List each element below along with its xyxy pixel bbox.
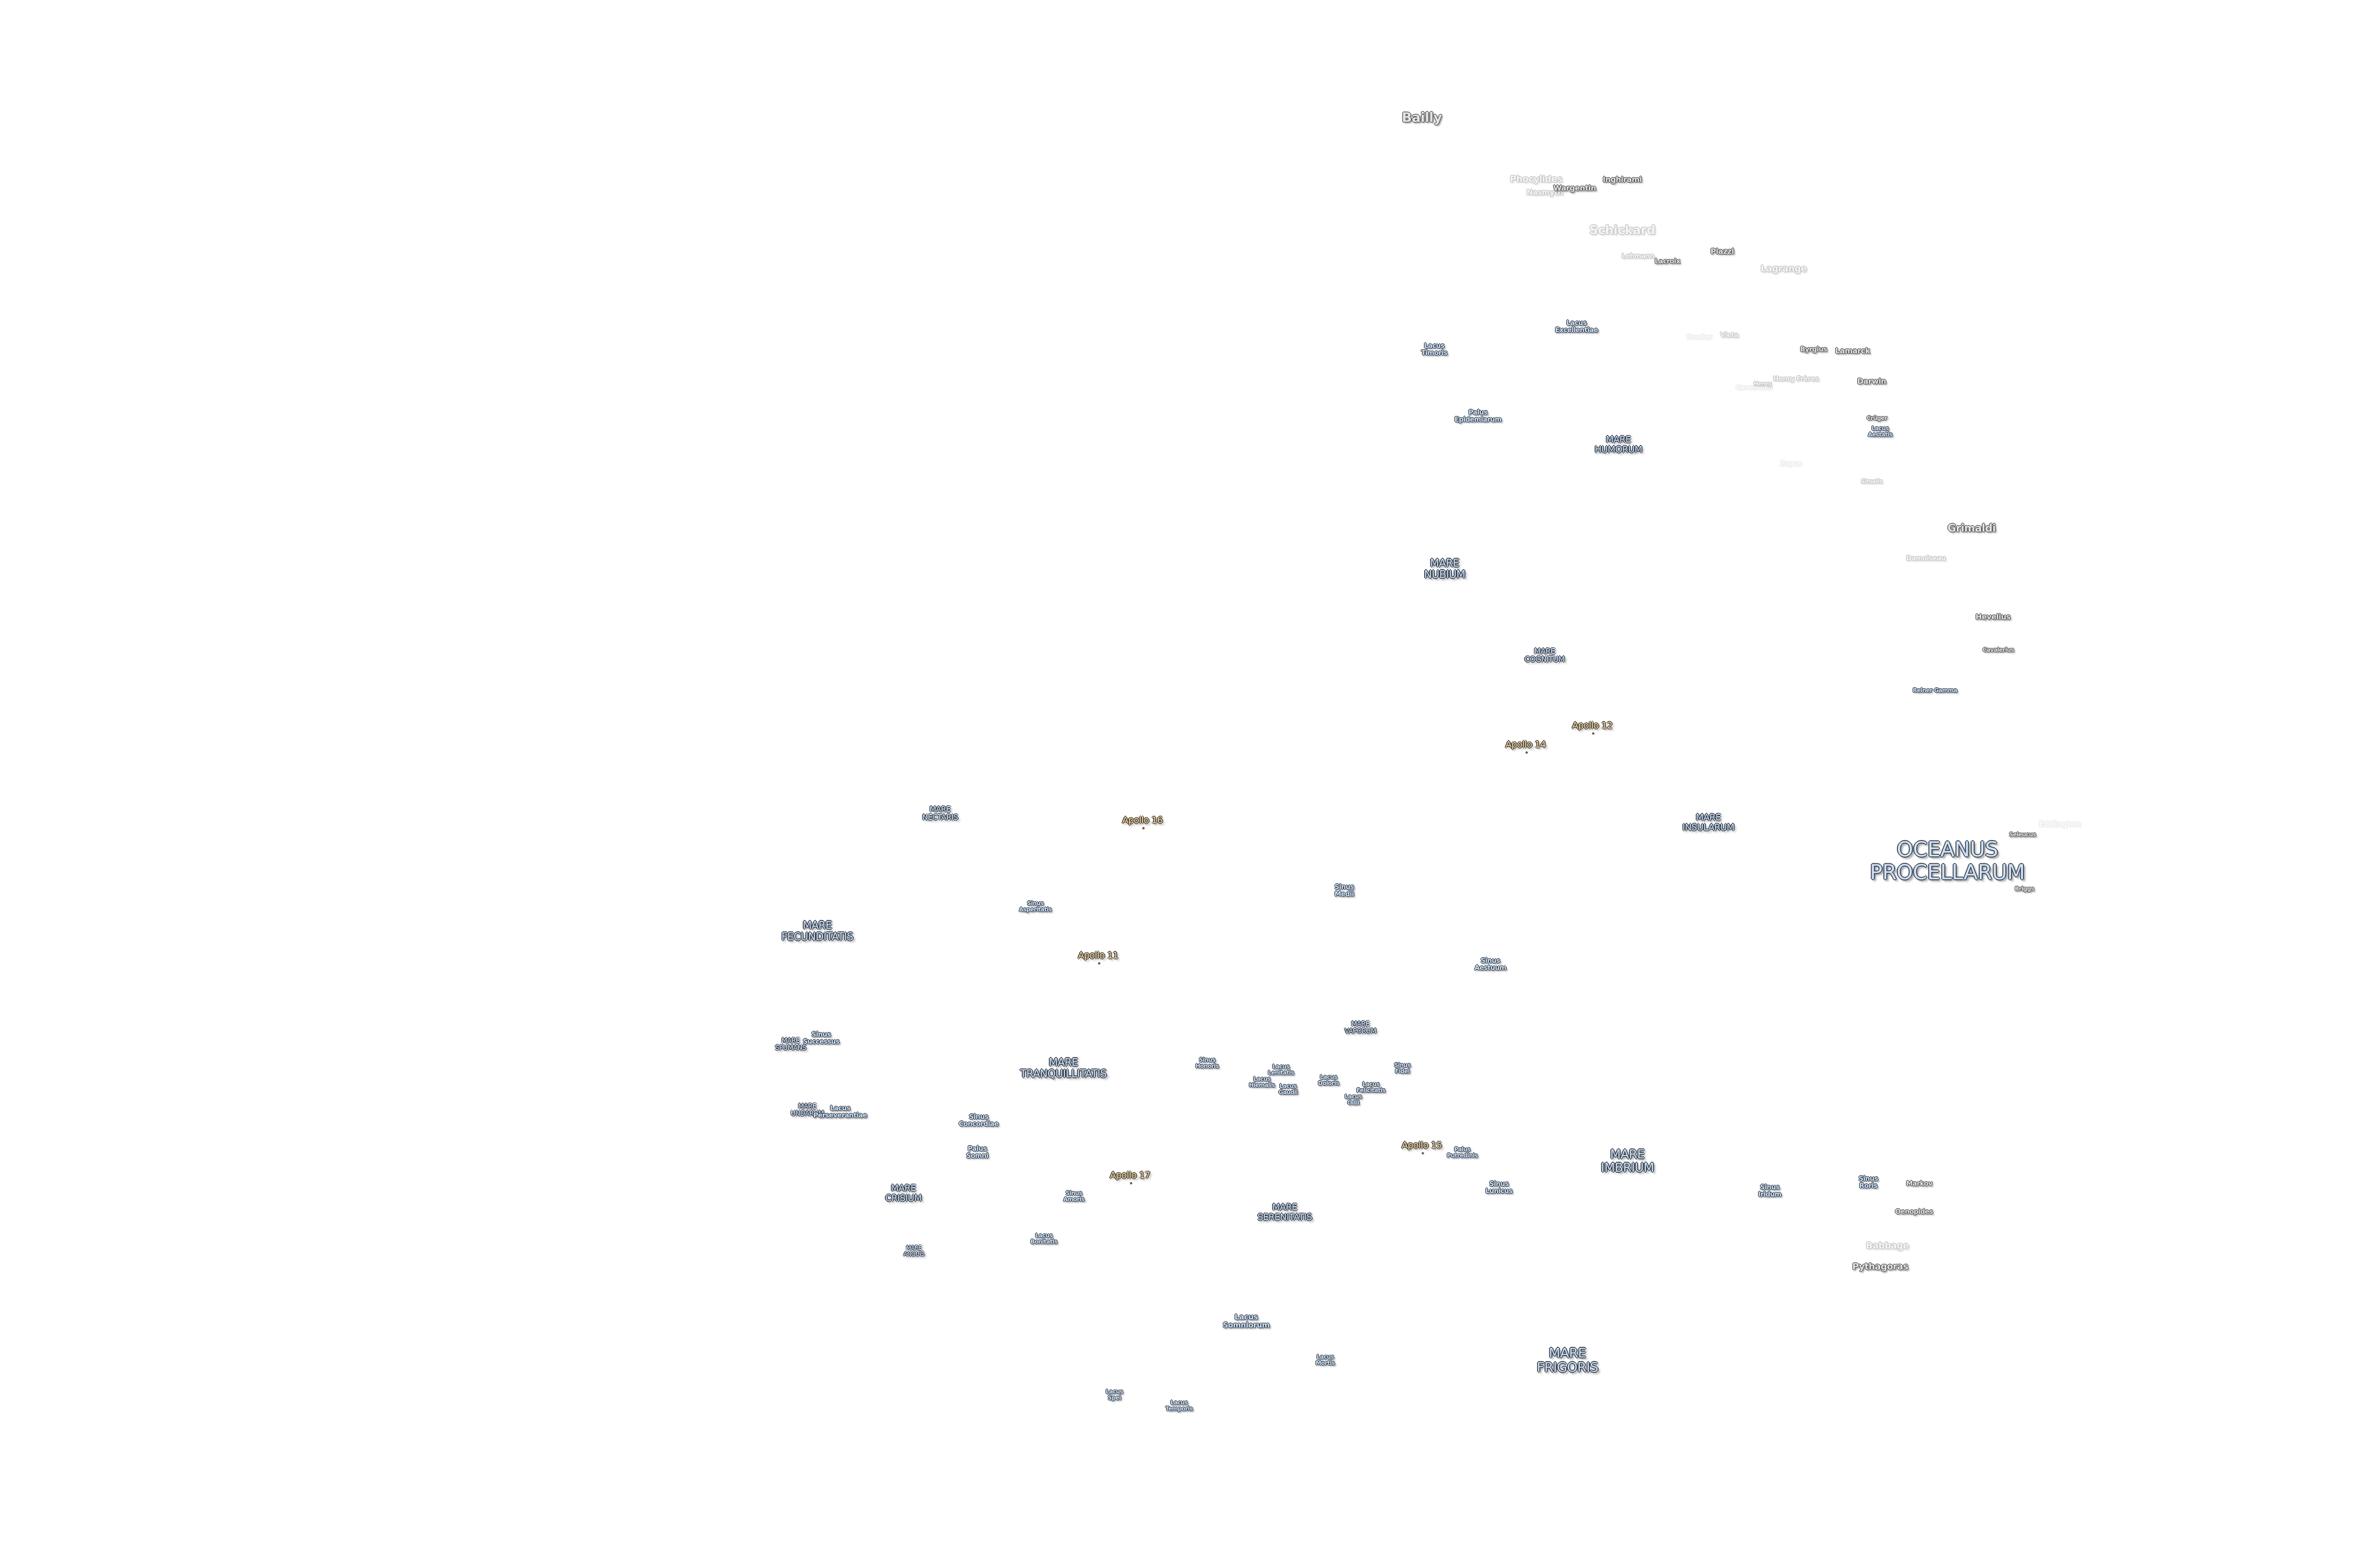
crater-label-wargentin: Wargentin xyxy=(1553,183,1596,193)
marsh-label-palus-putredinis: Palus Putredinis xyxy=(1447,1146,1478,1159)
bay-label-sinus-asperitatis: Sinus Asperitatis xyxy=(1019,900,1052,913)
crater-label-piazzi: Piazzi xyxy=(1710,247,1734,256)
crater-label-schickard: Schickard xyxy=(1589,223,1656,237)
lake-label-lacus-spei: Lacus Spei xyxy=(1105,1388,1123,1401)
lake-label-lacus-perseverantiae: Lacus Perseverantiae xyxy=(813,1104,867,1119)
crater-label-fourier: Fourier xyxy=(1686,333,1712,341)
apollo-site-label-14[interactable]: Apollo 14 xyxy=(1505,739,1546,753)
lake-label-lacus-bonitatis: Lacus Bonitatis xyxy=(1030,1232,1058,1245)
crater-label-babbage: Babbage xyxy=(1865,1240,1909,1251)
sea-label-mare-tranquillitatis: MARE TRANQUILLITATIS xyxy=(1020,1057,1107,1080)
crater-label-sirsalis: Sirsalis xyxy=(1861,478,1883,485)
apollo-site-label-16[interactable]: Apollo 16 xyxy=(1122,815,1163,829)
crater-label-bailly: Bailly xyxy=(1401,109,1442,125)
sea-label-mare-imbrium: MARE IMBRIUM xyxy=(1601,1147,1654,1175)
bay-label-sinus-fidei: Sinus Fidei xyxy=(1394,1062,1411,1075)
sea-label-mare-spumans: MARE SPUMANS xyxy=(775,1037,806,1052)
crater-label-oenopides: Oenopides xyxy=(1895,1208,1933,1216)
lake-label-lacus-felicitatis: Lacus Felicitatis xyxy=(1356,1081,1386,1094)
crater-label-zupus: Zupus xyxy=(1780,460,1802,468)
crater-label-henry: Henry xyxy=(1754,380,1772,387)
crater-label-lamarck: Lamarck xyxy=(1835,346,1870,356)
crater-label-seleucus: Seleucus xyxy=(2009,831,2036,838)
bay-label-sinus-successus: Sinus Successus xyxy=(803,1030,840,1046)
sea-label-mare-crisium: MARE CRISIUM xyxy=(885,1183,922,1203)
crater-label-pythagoras: Pythagoras xyxy=(1852,1261,1908,1272)
crater-label-nasmyth: Nasmyth xyxy=(1526,188,1563,197)
crater-label-hevelius: Hevelius xyxy=(1975,612,2011,622)
sea-label-mare-nectaris: MARE NECTARIS xyxy=(922,804,958,822)
bay-label-sinus-lunicus: Sinus Lunicus xyxy=(1485,1180,1513,1195)
lake-label-lacus-odii: Lacus Odii xyxy=(1344,1093,1362,1106)
crater-label-lagrange: Lagrange xyxy=(1760,263,1807,274)
sea-label-mare-undarum: MARE UNDARUM xyxy=(791,1102,824,1117)
crater-label-inghirami: Inghirami xyxy=(1602,175,1642,184)
feature-label-reiner-gamma: Reiner Gamma xyxy=(1913,687,1957,694)
bay-label-sinus-honoris: Sinus Honoris xyxy=(1195,1057,1219,1069)
marsh-label-palus-epidemiarum: Palus Epidemiarum xyxy=(1454,408,1502,424)
sea-label-mare-vaporum: MARE VAPORUM xyxy=(1344,1020,1377,1035)
bay-label-sinus-medii: Sinus Medii xyxy=(1334,883,1354,898)
sea-label-mare-fecunditatis: MARE FECUNDITATIS xyxy=(781,919,853,943)
ocean-label-oceanus-procellarum: OCEANUS PROCELLARUM xyxy=(1870,837,2025,884)
lake-label-lacus-timoris: Lacus Timoris xyxy=(1421,342,1448,357)
lake-label-lacus-lenitatis: Lacus Lenitatis xyxy=(1268,1063,1294,1076)
crater-label-henry-freres: Henry Frères xyxy=(1773,375,1819,383)
lake-label-lacus-somniorum: Lacus Somniorum xyxy=(1222,1312,1270,1330)
crater-label-lacroix: Lacroix xyxy=(1655,257,1680,266)
crater-label-lehmann: Lehmann xyxy=(1621,252,1655,260)
lake-label-lacus-mortis: Lacus Mortis xyxy=(1315,1354,1335,1366)
crater-label-briggs: Briggs xyxy=(2014,885,2034,892)
bay-label-sinus-aestuum: Sinus Aestuum xyxy=(1474,957,1507,972)
lake-label-lacus-aestatis: Lacus Aestatis xyxy=(1868,425,1893,438)
sea-label-mare-serenitatis: MARE SERENITATIS xyxy=(1257,1202,1312,1222)
sea-label-mare-nubium: MARE NUBIUM xyxy=(1424,557,1466,581)
crater-label-eddington: Eddington xyxy=(2039,819,2081,829)
lake-label-lacus-gaudii: Lacus Gaudii xyxy=(1278,1083,1298,1096)
lake-label-lacus-hiemalis: Lacus Hiemalis xyxy=(1249,1076,1275,1088)
apollo-site-label-12[interactable]: Apollo 12 xyxy=(1572,720,1613,734)
bay-label-sinus-concordiae: Sinus Concordiae xyxy=(959,1113,999,1128)
crater-label-vieta: Vieta xyxy=(1720,331,1739,339)
crater-label-darwin: Darwin xyxy=(1857,376,1886,386)
bay-label-sinus-roris: Sinus Roris xyxy=(1858,1175,1878,1190)
apollo-site-label-17[interactable]: Apollo 17 xyxy=(1110,1170,1150,1184)
crater-label-phocylides: Phocylides xyxy=(1510,174,1562,185)
crater-label-byrgius: Byrgius xyxy=(1800,346,1827,354)
crater-label-damoiseau: Damoiseau xyxy=(1906,554,1946,563)
crater-label-cavendish: Cavendish xyxy=(1735,384,1773,392)
sea-label-mare-humorum: MARE HUMORUM xyxy=(1595,434,1642,455)
bay-label-sinus-iridum: Sinus Iridum xyxy=(1758,1183,1782,1198)
apollo-site-label-15[interactable]: Apollo 15 xyxy=(1401,1140,1442,1154)
crater-label-cavalerius: Cavalerius xyxy=(1983,646,2014,653)
lake-label-lacus-excellentiae: Lacus Excellentiae xyxy=(1555,319,1598,334)
lake-label-lacus-doloris: Lacus Doloris xyxy=(1318,1074,1339,1087)
sea-label-mare-cognitum: MARE COGNITUM xyxy=(1524,646,1565,664)
crater-label-markov: Markov xyxy=(1906,1180,1933,1188)
sea-label-mare-anguis: MARE ANGUIS xyxy=(903,1245,924,1257)
apollo-site-label-11[interactable]: Apollo 11 xyxy=(1078,950,1119,964)
crater-label-grimaldi: Grimaldi xyxy=(1947,523,1996,535)
bay-label-sinus-amoris: Sinus Amoris xyxy=(1063,1190,1085,1203)
marsh-label-palus-somni: Palus Somni xyxy=(966,1145,989,1160)
crater-label-cruger: Crüger xyxy=(1866,415,1887,422)
sea-label-mare-insularum: MARE INSULARUM xyxy=(1682,812,1735,832)
sea-label-mare-frigoris: MARE FRIGORIS xyxy=(1537,1344,1598,1375)
lake-label-lacus-temporis: Lacus Temporis xyxy=(1165,1399,1193,1412)
